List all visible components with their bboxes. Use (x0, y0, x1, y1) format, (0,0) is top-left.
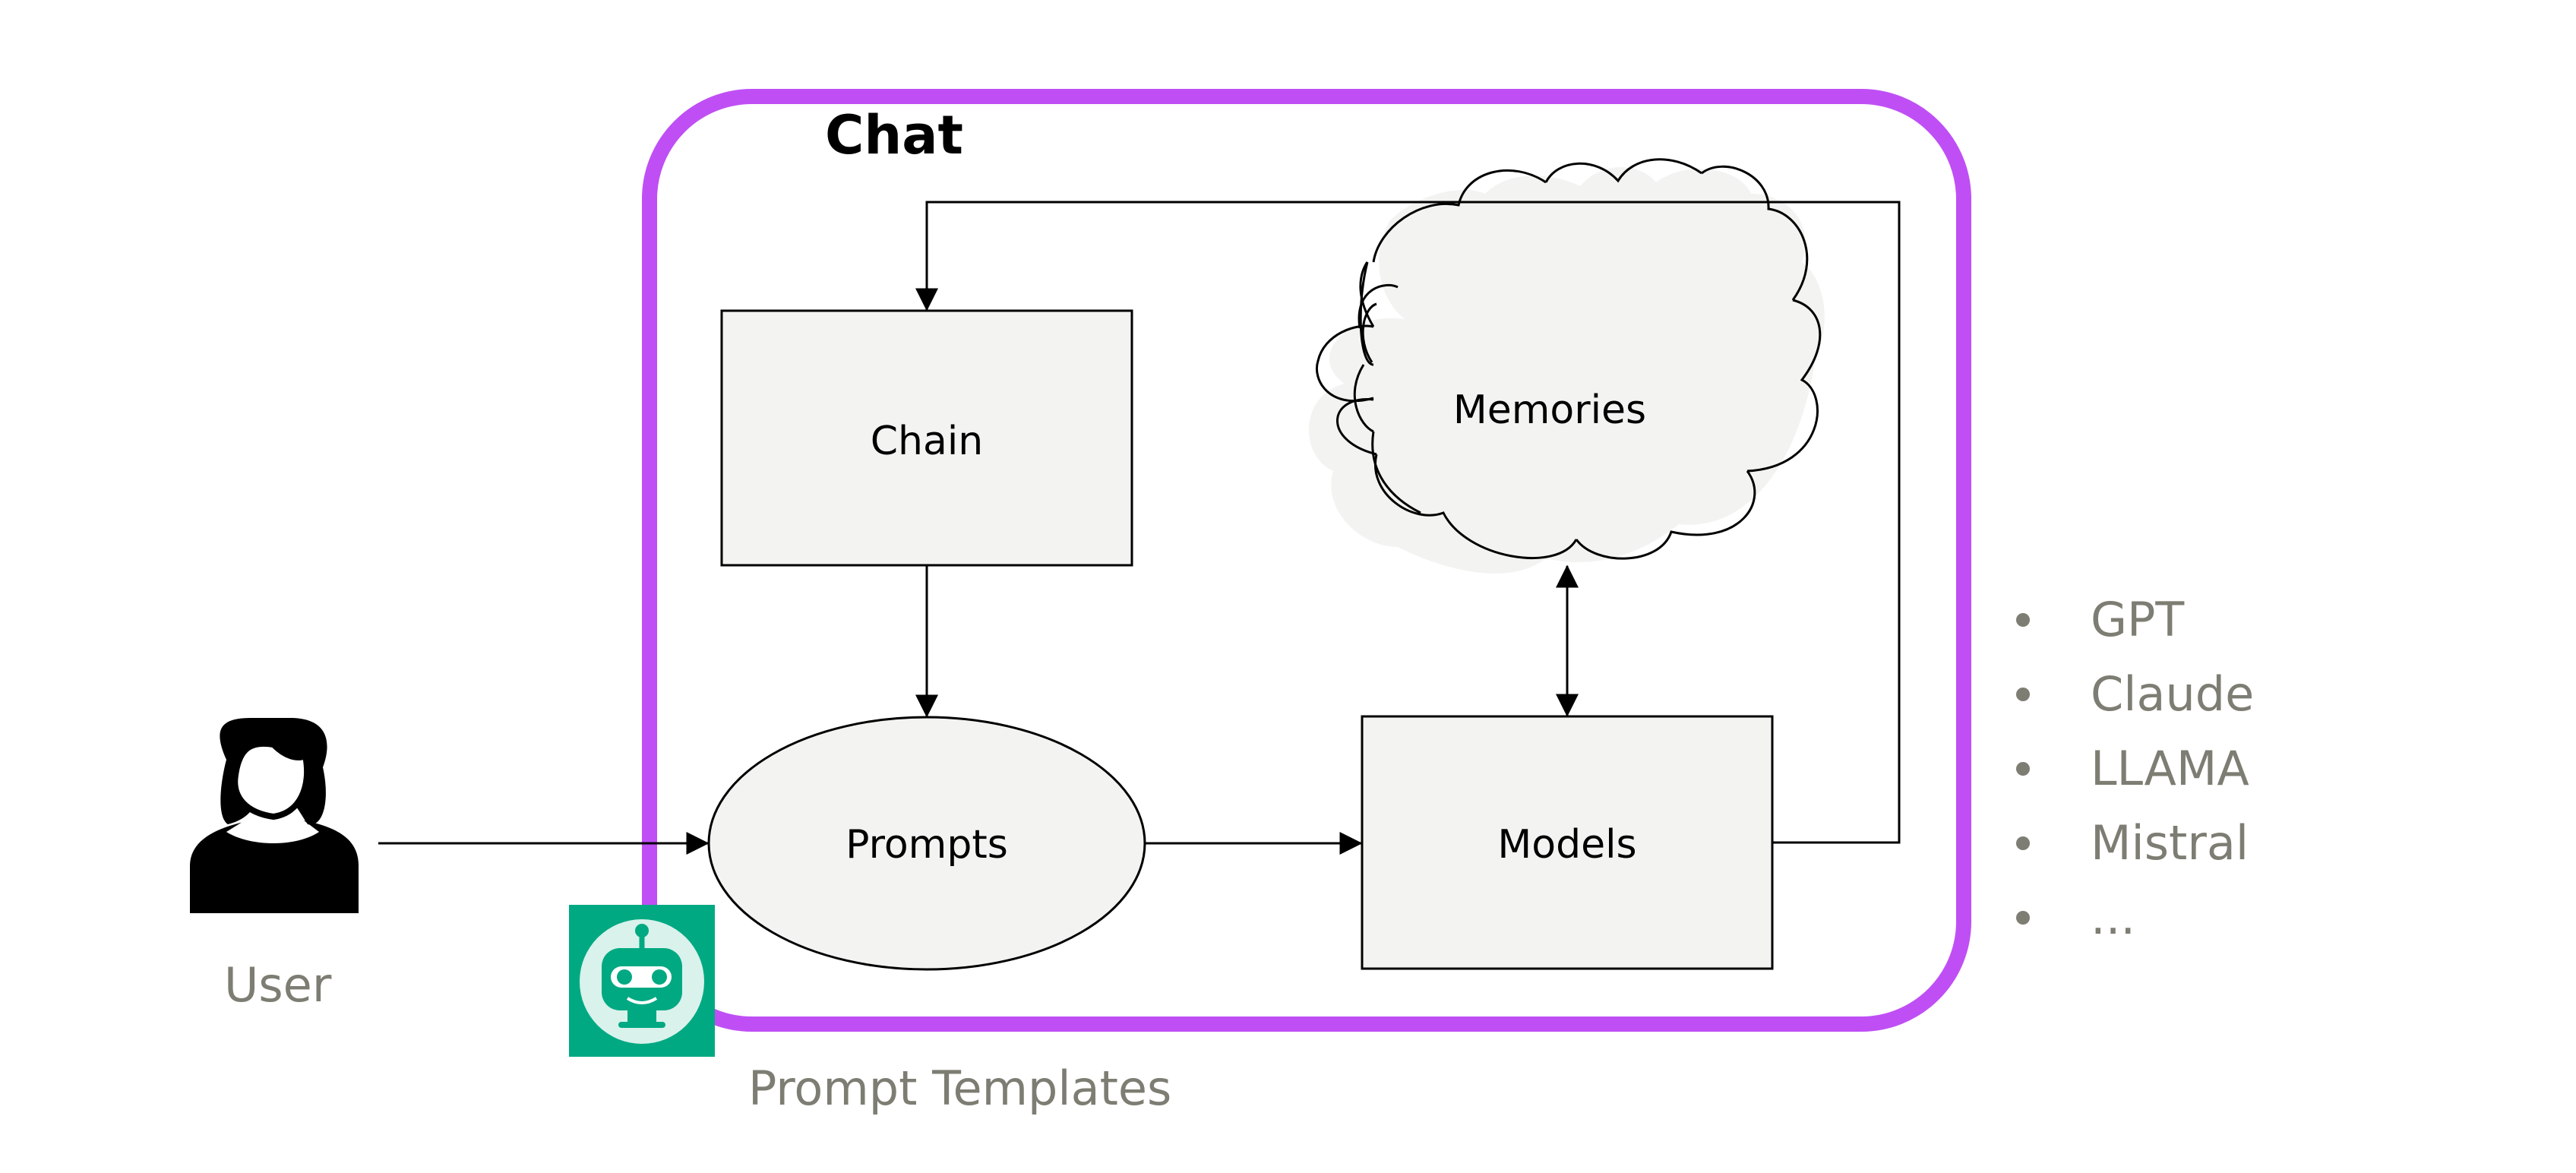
prompt-templates-label: Prompt Templates (748, 1061, 1172, 1116)
bullet-icon (2016, 836, 2030, 850)
chain-label: Chain (870, 419, 984, 464)
list-item: Claude (2005, 671, 2254, 745)
bullet-icon (2016, 688, 2030, 701)
robot-icon (569, 905, 715, 1057)
list-item-label: Claude (2091, 666, 2255, 722)
feedback-arrow (915, 201, 1901, 844)
list-item-label: ... (2091, 890, 2136, 945)
list-item-label: LLAMA (2091, 741, 2249, 796)
bullet-icon (2016, 762, 2030, 776)
list-item: ... (2005, 894, 2254, 969)
memories-label: Memories (1452, 387, 1647, 433)
models-node (1361, 715, 1774, 970)
user-woman-icon (190, 718, 359, 913)
models-label: Models (1497, 822, 1637, 868)
chat-container (642, 89, 1971, 1032)
chat-title: Chat (825, 104, 963, 166)
model-list: GPT Claude LLAMA Mistral ... (2005, 596, 2254, 969)
list-item-label: Mistral (2091, 815, 2249, 871)
user-label: User (224, 957, 332, 1013)
list-item-label: GPT (2091, 592, 2185, 647)
bullet-icon (2016, 613, 2030, 627)
list-item: GPT (2005, 596, 2254, 671)
list-item: Mistral (2005, 820, 2254, 894)
prompts-label: Prompts (845, 822, 1008, 868)
list-item: LLAMA (2005, 745, 2254, 820)
memories-node (1308, 158, 1825, 574)
bullet-icon (2016, 911, 2030, 925)
